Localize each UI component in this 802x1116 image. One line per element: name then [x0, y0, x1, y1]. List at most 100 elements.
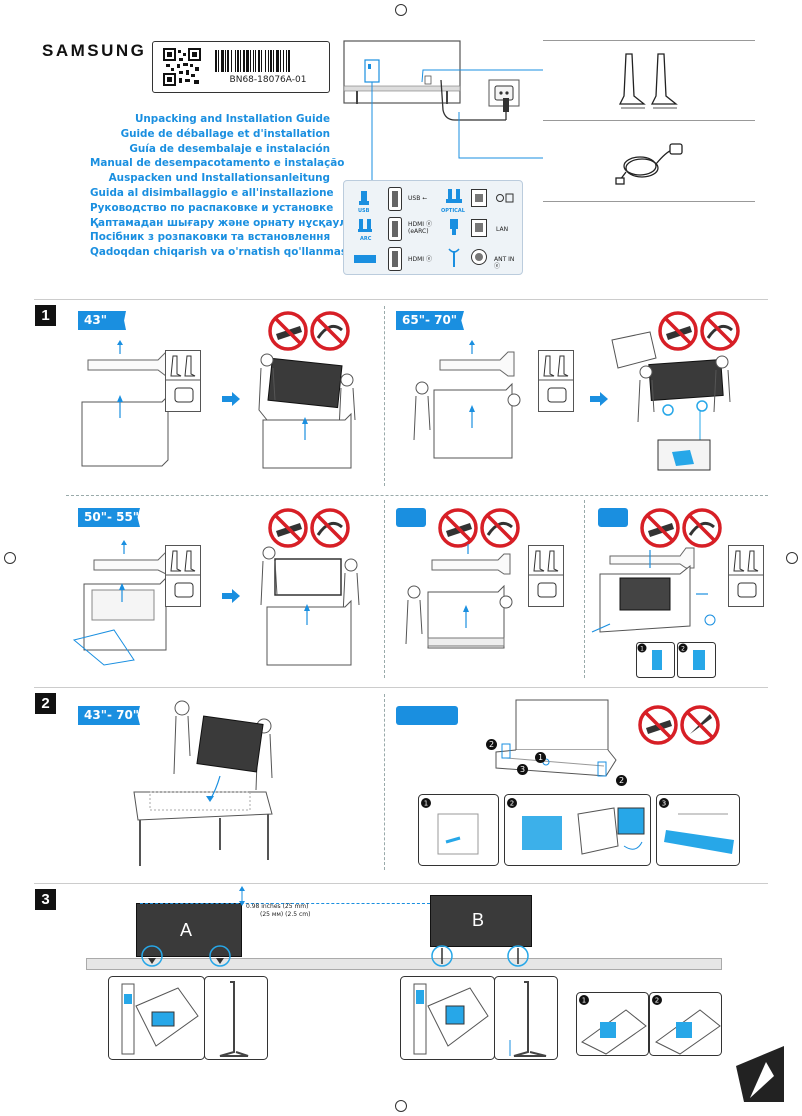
- barcode-icon: [215, 50, 290, 72]
- antenna-slot-icon: [471, 249, 487, 265]
- step1-divider: [34, 299, 768, 300]
- two-person-lift-65: [611, 331, 731, 471]
- title-it: Guida al disimballaggio e all'installazi…: [90, 186, 334, 199]
- title-pt: Manual de desempacotamento e instalação: [90, 157, 345, 170]
- accessory-divider-bottom: [543, 201, 755, 202]
- audio-out-icon: [496, 193, 514, 203]
- svg-text:1: 1: [582, 997, 586, 1005]
- tv-back-illustration: [343, 40, 543, 180]
- lan-cable-icon: [450, 219, 458, 235]
- unboxing-50-box-illustration: [72, 540, 175, 666]
- step1-row2-divider-1: [384, 500, 385, 678]
- title-fr: Guide de déballage et d'installation: [120, 127, 330, 140]
- hdmi-earc-slot-icon: [388, 217, 402, 241]
- title-uk: Посібник з розпаковки та встановлення: [90, 231, 331, 244]
- registration-mark-bottom: [395, 1100, 407, 1112]
- unboxing-variant-b: [405, 544, 513, 649]
- connection-ports-panel: USB USB ⭠ OPTICAL ARC HDMI ⓔ (eARC) LAN …: [343, 180, 523, 275]
- title-es: Guía de desembalaje e instalación: [129, 142, 330, 155]
- callout-3: 3: [517, 764, 528, 775]
- lan-label: LAN: [496, 226, 509, 233]
- clip-detail-panels: 1 2: [636, 642, 716, 678]
- clearance-line: [140, 903, 430, 904]
- size-tag-43: 43": [78, 311, 126, 330]
- optical-label: OPTICAL: [441, 208, 465, 214]
- page-curl-icon: [736, 1046, 784, 1102]
- step2-divider: [34, 687, 768, 688]
- place-tv-on-table-illustration: [133, 700, 273, 866]
- step2-detail-panels: 1 2 3: [418, 794, 740, 866]
- no-lay-flat-warning-icon-5: [640, 508, 722, 548]
- guide-titles: Unpacking and Installation Guide Guide d…: [90, 112, 372, 260]
- optical-port-icon: [446, 189, 462, 203]
- step2-divider-vertical: [384, 694, 385, 870]
- no-lay-flat-warning-icon-6: [638, 705, 720, 745]
- clearance-text: 0.98 inches (25 mm): [246, 903, 309, 910]
- step1-row-divider: [66, 495, 768, 496]
- size-tag-43-70: 43"- 70": [78, 706, 140, 725]
- samsung-logo: SAMSUNG: [42, 41, 147, 60]
- title-ru: Руководство по распаковке и установке: [90, 201, 334, 214]
- stand-b-steps: 1 2: [576, 992, 722, 1056]
- stand-feet-b: [431, 945, 529, 967]
- arc-port-icon: [358, 219, 372, 232]
- table-surface: [86, 958, 722, 970]
- antenna-icon: [448, 248, 460, 267]
- accessory-box-icon: [165, 350, 201, 412]
- usb-port-icon: [359, 191, 369, 205]
- title-en: Unpacking and Installation Guide: [134, 113, 330, 125]
- accessory-box-icon-3: [165, 545, 201, 607]
- step3-number: 3: [35, 889, 56, 910]
- accessory-divider-top: [543, 40, 755, 41]
- size-tag-65-70: 65"- 70": [396, 311, 464, 330]
- accessory-box-icon-2: [538, 350, 574, 412]
- title-kk: Қаптамадан шығару және орнату нұсқаулығы: [90, 216, 372, 229]
- optical-slot-icon: [471, 189, 487, 207]
- step3-divider: [34, 883, 768, 884]
- stand-position-b: B: [472, 910, 485, 930]
- clearance-text-alt: (25 мм) (2.5 cm): [260, 911, 311, 918]
- arrow-right-icon: [222, 392, 240, 406]
- svg-text:2: 2: [655, 997, 659, 1005]
- model-tag-blank-1: [396, 508, 426, 527]
- step1-number: 1: [35, 305, 56, 326]
- svg-text:2: 2: [681, 646, 685, 653]
- no-lay-flat-warning-icon-4: [438, 508, 520, 548]
- model-tag-blank-2: [598, 508, 628, 527]
- ant-label: ANT IN ⓔ: [494, 256, 515, 270]
- hdmi-label: HDMI ⓔ: [408, 256, 432, 263]
- qr-code-icon: [163, 48, 201, 86]
- step2-number: 2: [35, 693, 56, 714]
- svg-text:1: 1: [640, 646, 644, 653]
- product-label: BN68-18076A-01: [152, 41, 330, 93]
- stand-a-detail: [108, 976, 268, 1060]
- svg-text:3: 3: [662, 800, 666, 808]
- size-tag-50-55: 50"- 55": [78, 508, 140, 527]
- arrow-right-icon-2: [590, 392, 608, 406]
- callout-1: 1: [535, 752, 546, 763]
- no-lay-flat-warning-icon: [268, 311, 350, 351]
- accessory-box-icon-5: [728, 545, 764, 607]
- usb-slot-icon: [388, 187, 402, 211]
- stand-position-a: A: [180, 920, 193, 940]
- model-code: BN68-18076A-01: [229, 75, 307, 85]
- unboxing-variant-c: [591, 547, 716, 633]
- stand-legs-icon: [618, 53, 678, 109]
- step1-divider-vertical: [384, 306, 385, 486]
- hdmi-cable-icon: [354, 255, 376, 263]
- power-cable-icon: [615, 143, 683, 185]
- registration-mark-top: [395, 4, 407, 16]
- tv-b-illustration: [430, 895, 532, 947]
- lan-slot-icon: [471, 219, 487, 237]
- svg-text:2: 2: [510, 800, 514, 808]
- svg-text:1: 1: [424, 800, 428, 808]
- tv-in-box-base-illustration: [495, 699, 617, 777]
- unboxing-65-box-illustration: [413, 340, 521, 459]
- arc-label: ARC: [360, 236, 372, 242]
- callout-2a: 2: [486, 739, 497, 750]
- hdmi-slot-icon: [388, 247, 402, 271]
- usb-icon-label: USB: [358, 208, 370, 214]
- step1-row2-divider-2: [584, 500, 585, 678]
- callout-2b: 2: [616, 775, 627, 786]
- accessory-divider-mid: [543, 120, 755, 121]
